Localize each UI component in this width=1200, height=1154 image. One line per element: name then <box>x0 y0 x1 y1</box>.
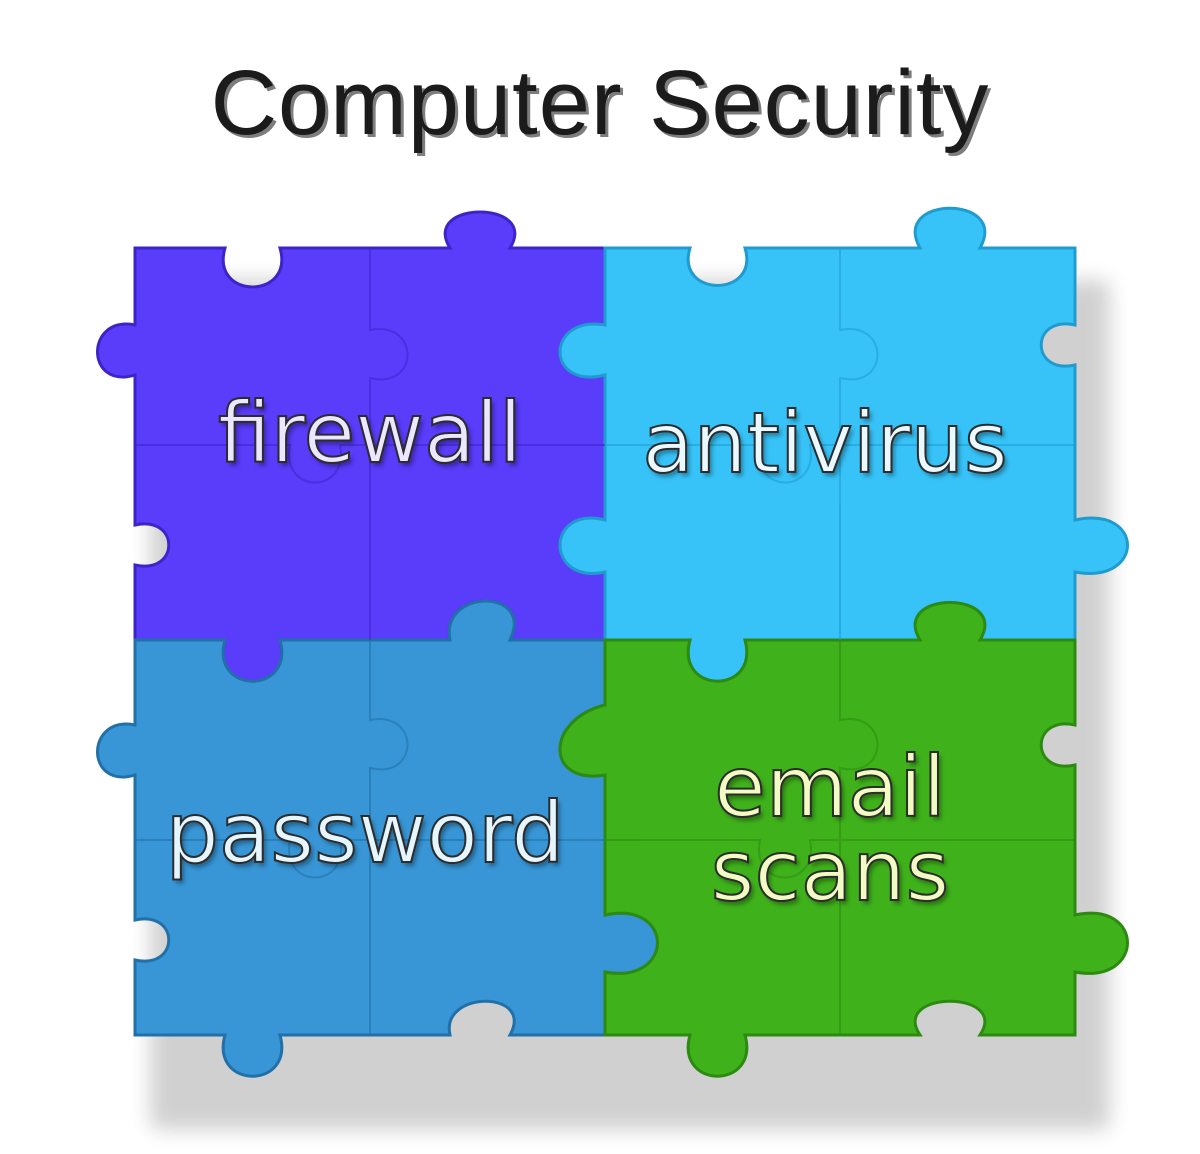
piece-label-antivirus: antivirus <box>641 394 1009 492</box>
piece-label-scans: scans <box>710 822 950 920</box>
piece-seams <box>135 248 1075 1035</box>
piece-label-firewall: firewall <box>217 384 523 482</box>
piece-label-email-scans: email scans <box>640 738 1020 920</box>
page-title: Computer Security <box>210 52 990 154</box>
seam-antivirus <box>605 248 1075 640</box>
piece-label-password: password <box>165 784 566 882</box>
piece-label-email: email <box>713 738 947 836</box>
seam-firewall <box>135 248 605 640</box>
seam-email <box>605 640 1075 1035</box>
seam-password <box>135 640 605 1035</box>
